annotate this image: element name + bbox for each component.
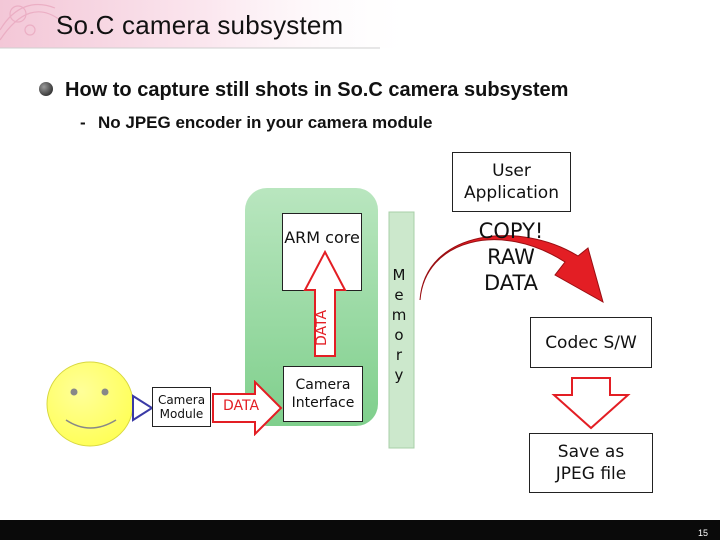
codec-down-arrow-icon — [551, 377, 631, 430]
sub-bullet: No JPEG encoder in your camera module — [98, 113, 433, 132]
data-horizontal-label: DATA — [222, 398, 260, 414]
user-face-icon — [46, 361, 134, 447]
main-bullet: How to capture still shots in So.C camer… — [65, 79, 569, 101]
data-label: DATA — [483, 271, 539, 295]
memory-letter: m — [391, 306, 407, 324]
camera-interface-box: Camera Interface — [283, 366, 363, 422]
data-right-arrow-icon — [212, 380, 283, 436]
copy-label: COPY! — [478, 219, 544, 243]
codec-label: Codec S/W — [545, 332, 637, 353]
memory-letter: M — [392, 266, 406, 284]
codec-box: Codec S/W — [530, 317, 652, 368]
copy-arrow-icon — [419, 235, 604, 304]
save-jpeg-box: Save as JPEG file — [529, 433, 653, 493]
data-vertical-label: DATA — [314, 309, 330, 347]
save-jpeg-label: Save as JPEG file — [555, 442, 627, 484]
memory-letter: y — [394, 366, 404, 384]
user-application-box: User Application — [452, 152, 571, 212]
memory-bar — [388, 211, 415, 449]
sub-bullet-dash: - — [80, 113, 86, 132]
arm-core-label: ARM core — [284, 228, 360, 247]
bullet-icon — [39, 82, 53, 96]
memory-letter: r — [395, 346, 403, 364]
memory-letter: e — [394, 286, 404, 304]
header-swirl-decoration — [0, 3, 61, 41]
memory-letter: o — [394, 326, 404, 344]
slide-title: So.C camera subsystem — [56, 10, 344, 40]
camera-module-label: Camera Module — [157, 393, 206, 421]
header-band — [0, 0, 420, 48]
raw-label: RAW — [487, 245, 535, 269]
page-number: 15 — [697, 528, 708, 538]
camera-module-box: Camera Module — [152, 387, 211, 427]
footer-bar — [0, 520, 720, 540]
data-up-arrow-icon — [303, 250, 347, 357]
face-arrow-icon — [132, 394, 154, 422]
copy-raw-data-text: COPY! RAW DATA — [466, 218, 556, 296]
user-application-label: User Application — [464, 161, 559, 203]
camera-interface-label: Camera Interface — [291, 377, 355, 411]
